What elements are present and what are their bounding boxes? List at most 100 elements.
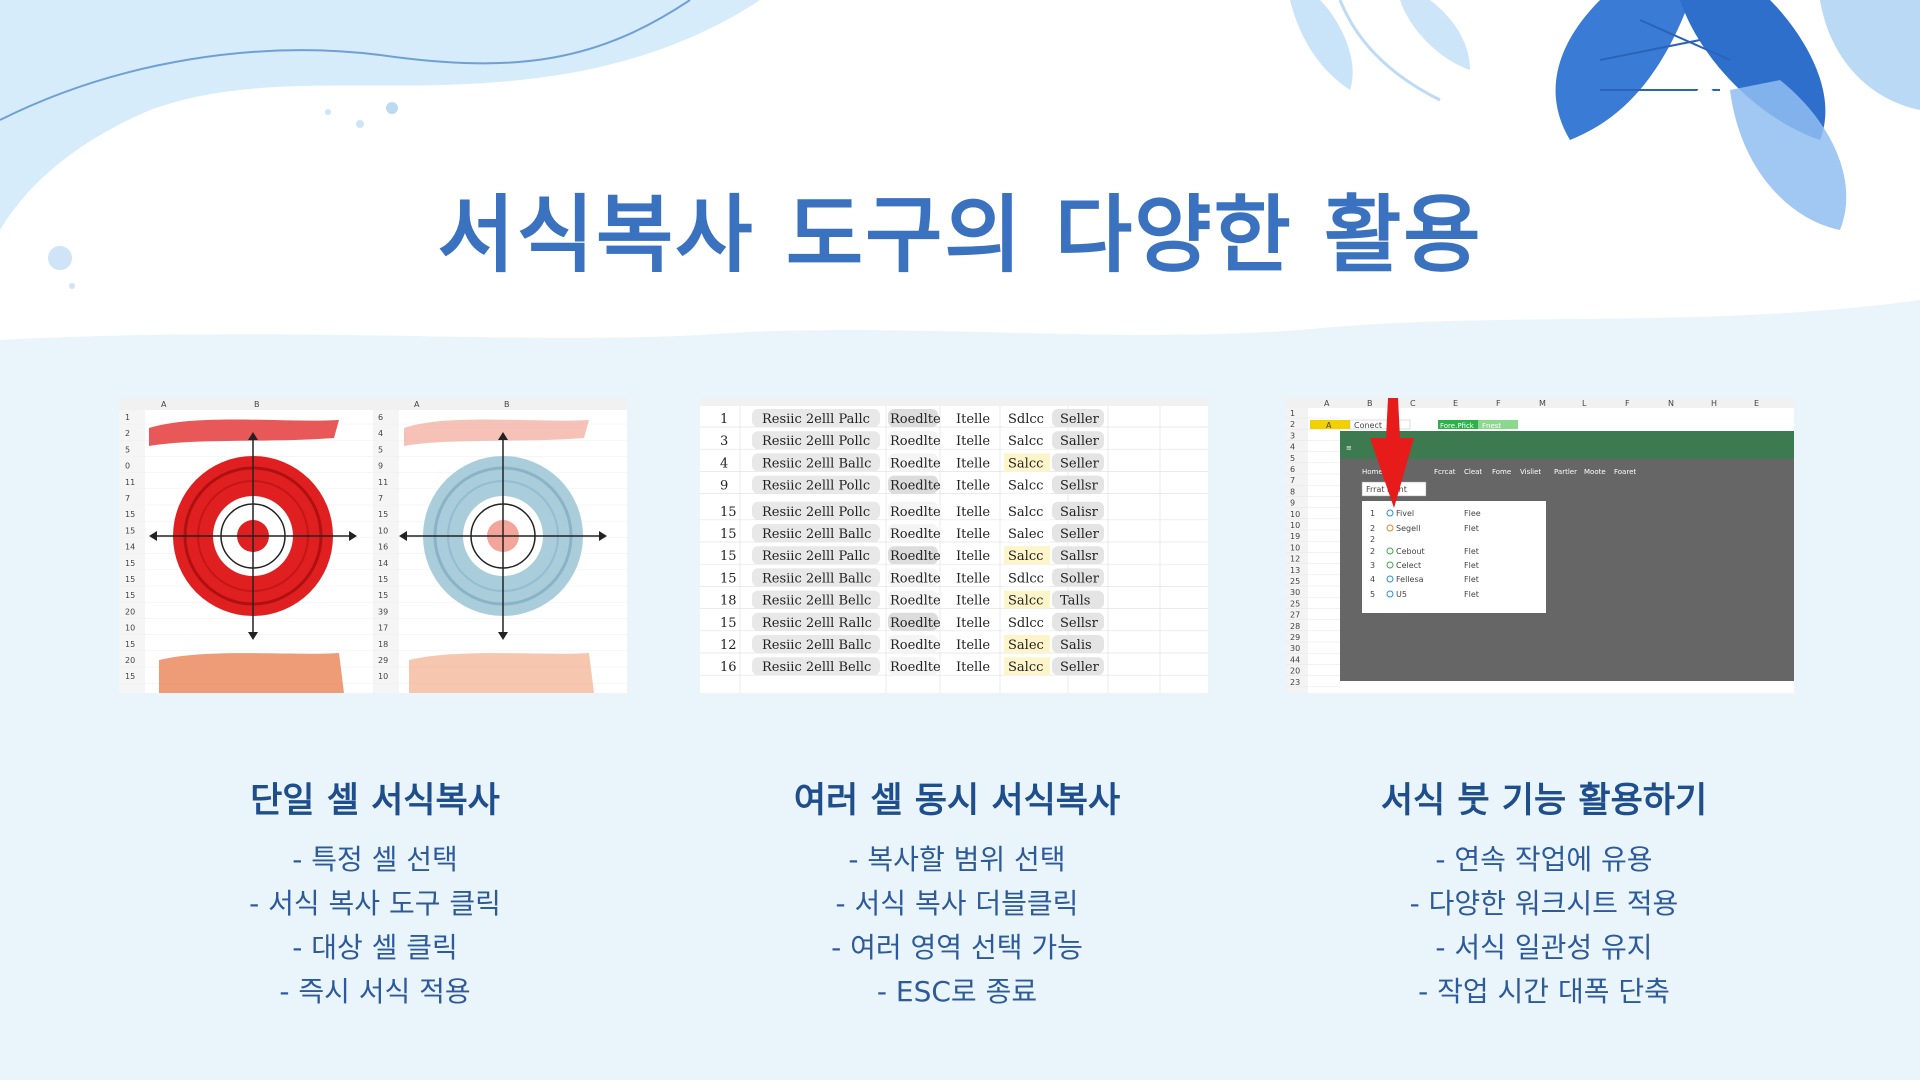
cell: Itelle xyxy=(956,660,990,675)
svg-text:1: 1 xyxy=(1370,509,1375,518)
multi-cell-bullets: - 복사할 범위 선택 - 서식 복사 더블클릭 - 여러 영역 선택 가능 -… xyxy=(697,838,1217,1014)
svg-text:2: 2 xyxy=(1370,535,1375,544)
single-cell-heading: 단일 셀 서식복사 xyxy=(250,781,500,821)
row-number: 23 xyxy=(1290,678,1300,687)
cell: Resiic 2elll Ballc xyxy=(762,456,871,471)
cell-label: Conect xyxy=(1354,421,1382,430)
svg-text:Segell: Segell xyxy=(1396,524,1420,533)
row-number: 16 xyxy=(378,543,388,552)
ribbon-tab[interactable]: Foaret xyxy=(1614,468,1636,476)
row-number: 6 xyxy=(1290,465,1295,474)
cell: Roedlte xyxy=(890,549,941,564)
row-number: 10 xyxy=(378,672,388,681)
cell: Itelle xyxy=(956,479,990,494)
row-number: 15 xyxy=(378,591,388,600)
svg-text:5: 5 xyxy=(1370,590,1375,599)
cell: Itelle xyxy=(956,594,990,609)
ribbon-tab[interactable]: Fome xyxy=(1492,468,1511,476)
cell: Roedlte xyxy=(890,660,941,675)
cell: Itelle xyxy=(956,571,990,586)
cell-label: Fnest xyxy=(1482,422,1501,430)
ribbon-tab[interactable]: Fcrcat xyxy=(1434,468,1456,476)
row-number: 11 xyxy=(378,478,388,487)
row-number: 15 xyxy=(125,672,135,681)
row-number: 1 xyxy=(125,413,130,422)
bullet-item: - 여러 영역 선택 가능 xyxy=(831,931,1083,964)
row-number: 6 xyxy=(378,413,383,422)
col-header: F xyxy=(1496,399,1501,408)
cell: Seller xyxy=(1060,412,1100,427)
red-arrow-icon xyxy=(1370,398,1414,508)
row-number: 15 xyxy=(720,527,737,542)
col-header: F xyxy=(1625,399,1630,408)
cell: Itelle xyxy=(956,527,990,542)
ribbon-tab[interactable]: Partler xyxy=(1554,468,1577,476)
row-number: 18 xyxy=(378,640,388,649)
col-header: C xyxy=(1410,399,1416,408)
row-number: 39 xyxy=(378,607,388,616)
bullet-item: - ESC로 종료 xyxy=(876,975,1038,1008)
format-brush-heading: 서식 붓 기능 활용하기 xyxy=(1380,781,1708,821)
cell: Salec xyxy=(1008,638,1044,653)
row-number: 1 xyxy=(720,412,728,427)
cell: Roedlte xyxy=(890,434,941,449)
cell: Resiic 2elll Pallc xyxy=(762,549,870,564)
row-number: 9 xyxy=(378,462,383,471)
ribbon-tab[interactable]: Moote xyxy=(1584,468,1606,476)
col-header: N xyxy=(1668,399,1674,408)
ribbon-tab[interactable]: Home xyxy=(1362,468,1383,476)
cell: Resiic 2elll Bellc xyxy=(762,660,871,675)
cell: Roedlte xyxy=(890,412,941,427)
cell: Seller xyxy=(1060,527,1100,542)
cell: Salcc xyxy=(1008,594,1043,609)
page-title: 서식복사 도구의 다양한 활용 xyxy=(437,186,1483,284)
cell: Talls xyxy=(1060,594,1090,609)
ribbon-tab[interactable]: Cleat xyxy=(1464,468,1482,476)
single-cell-bullets: - 특정 셀 선택 - 서식 복사 도구 클릭 - 대상 셀 클릭 - 즉시 서… xyxy=(115,838,635,1014)
row-number: 12 xyxy=(1290,555,1300,564)
cell: Resiic 2elll Ballc xyxy=(762,527,871,542)
bullet-item: - 복사할 범위 선택 xyxy=(848,843,1066,876)
row-number: 2 xyxy=(1290,420,1295,429)
row-number: 8 xyxy=(1290,487,1295,496)
cell: Resiic 2elll Pallc xyxy=(762,412,870,427)
col-header: H xyxy=(1711,399,1717,408)
cell: Salec xyxy=(1008,527,1044,542)
col-header: E xyxy=(1754,399,1759,408)
col-header: M xyxy=(1539,399,1546,408)
menu-item[interactable]: 2 xyxy=(1370,535,1375,544)
ribbon-tab[interactable]: Visliet xyxy=(1520,468,1541,476)
row-number: 16 xyxy=(720,660,737,675)
cell: Salcc xyxy=(1008,660,1043,675)
row-number: 10 xyxy=(1290,521,1300,530)
svg-text:Fivel: Fivel xyxy=(1396,509,1414,518)
row-number: 15 xyxy=(125,559,135,568)
row-number: 30 xyxy=(1290,644,1300,653)
cell: Salcc xyxy=(1008,505,1043,520)
svg-text:Celect: Celect xyxy=(1396,561,1421,570)
cell: Sdlcc xyxy=(1008,616,1044,631)
row-number: 13 xyxy=(1290,566,1300,575)
cell-label: Fore.Pfick xyxy=(1440,422,1475,430)
bullet-item: - 다양한 워크시트 적용 xyxy=(1409,887,1679,920)
svg-text:Flet: Flet xyxy=(1464,524,1479,533)
row-number: 4 xyxy=(720,456,728,471)
cell: Itelle xyxy=(956,434,990,449)
row-number: 29 xyxy=(378,656,388,665)
row-number: 2 xyxy=(125,429,130,438)
format-painter-label: Frrat Paint xyxy=(1366,485,1407,494)
